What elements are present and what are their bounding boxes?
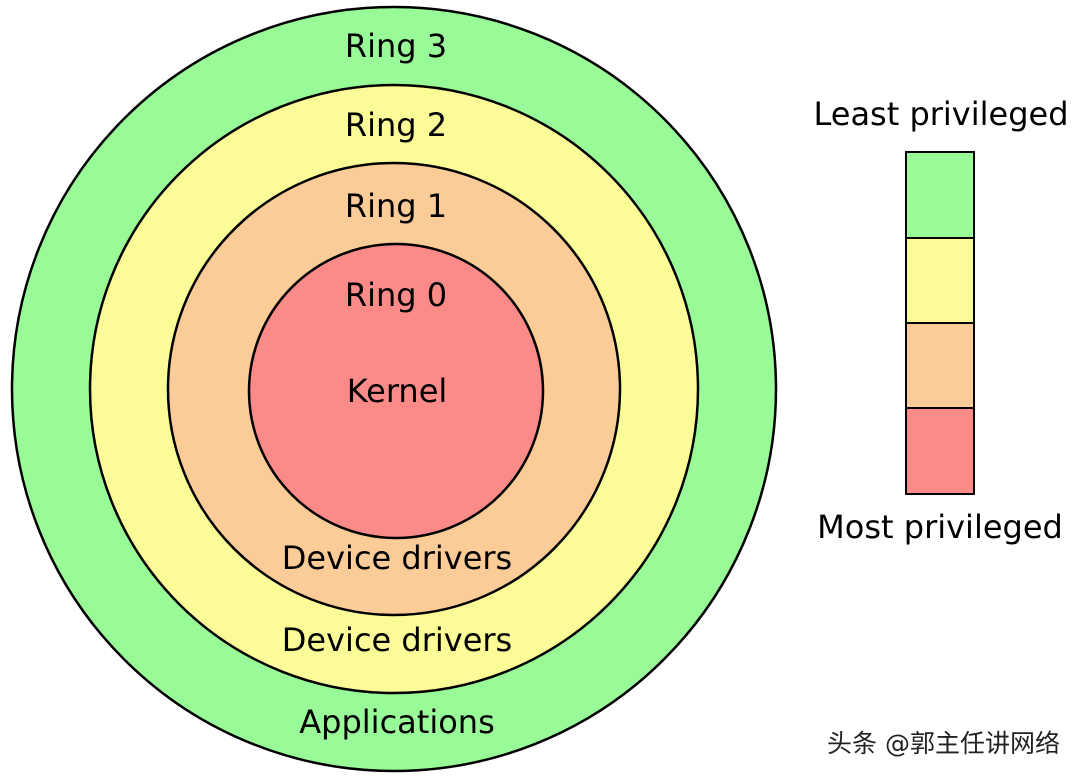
- legend-swatch-ring-1: [905, 322, 975, 409]
- watermark-text: 头条 @郭主任讲网络: [827, 729, 1060, 758]
- ring-0-circle: [247, 242, 545, 540]
- legend-swatch-ring-2: [905, 237, 975, 324]
- legend-swatch-ring-0: [905, 407, 975, 495]
- ring-0-label: Ring 0: [345, 276, 447, 314]
- ring-1-content-label: Device drivers: [282, 539, 512, 577]
- ring-0-content-label: Kernel: [347, 372, 448, 410]
- legend-top-label: Least privileged: [813, 95, 1068, 133]
- privilege-legend-bar: [905, 151, 975, 495]
- ring-3-label: Ring 3: [345, 27, 447, 65]
- ring-3-content-label: Applications: [299, 703, 494, 741]
- legend-swatch-ring-3: [905, 151, 975, 239]
- ring-1-label: Ring 1: [345, 187, 447, 225]
- ring-2-content-label: Device drivers: [282, 621, 512, 659]
- legend-bottom-label: Most privileged: [817, 508, 1063, 546]
- ring-2-label: Ring 2: [345, 106, 447, 144]
